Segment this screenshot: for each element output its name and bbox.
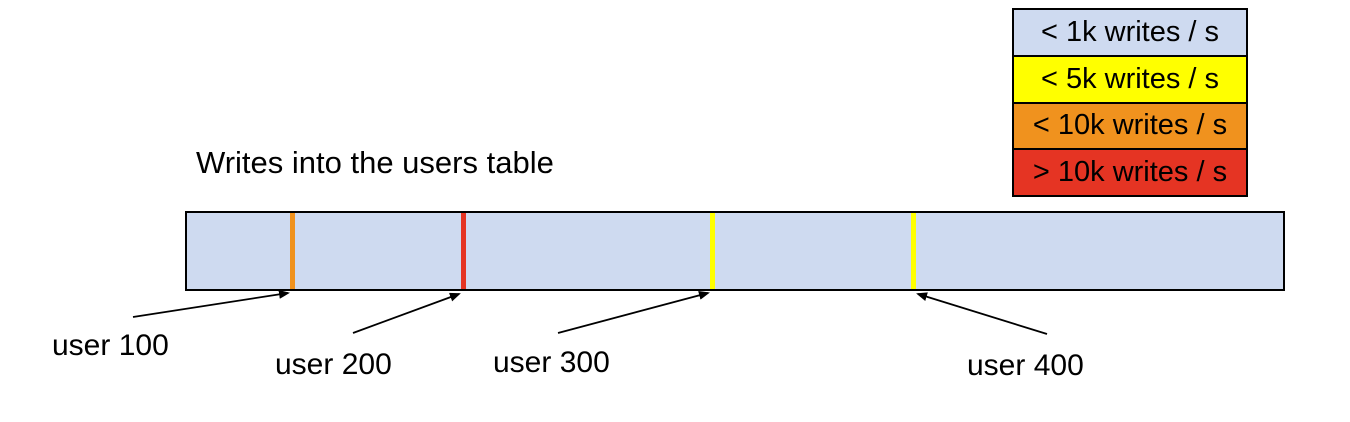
- write-hotspot-stripe: [910, 213, 916, 289]
- marker-arrow: [352, 292, 461, 334]
- legend-item: < 10k writes / s: [1014, 103, 1246, 151]
- legend-item-label: < 1k writes / s: [1040, 15, 1220, 48]
- legend-item-label: < 5k writes / s: [1040, 62, 1220, 95]
- legend-item: < 1k writes / s: [1014, 10, 1246, 57]
- marker-label: user 200: [275, 348, 392, 381]
- diagram-title: Writes into the users table: [196, 145, 554, 180]
- marker-label: user 300: [493, 346, 610, 379]
- legend-item: < 5k writes / s: [1014, 56, 1246, 104]
- legend-item-label: > 10k writes / s: [1032, 156, 1228, 189]
- marker-label: user 100: [52, 329, 169, 362]
- marker-arrow: [916, 292, 1048, 335]
- write-hotspot-stripe: [709, 213, 715, 289]
- write-hotspot-stripe: [460, 213, 466, 289]
- marker-arrow: [557, 290, 710, 334]
- marker-arrow: [132, 289, 290, 318]
- write-hotspot-stripe: [289, 213, 295, 289]
- legend: < 1k writes / s < 5k writes / s < 10k writ…: [1012, 8, 1248, 197]
- legend-item-label: < 10k writes / s: [1032, 109, 1228, 142]
- legend-item: > 10k writes / s: [1014, 150, 1246, 195]
- users-table-bar: [185, 211, 1285, 291]
- marker-label: user 400: [967, 349, 1084, 382]
